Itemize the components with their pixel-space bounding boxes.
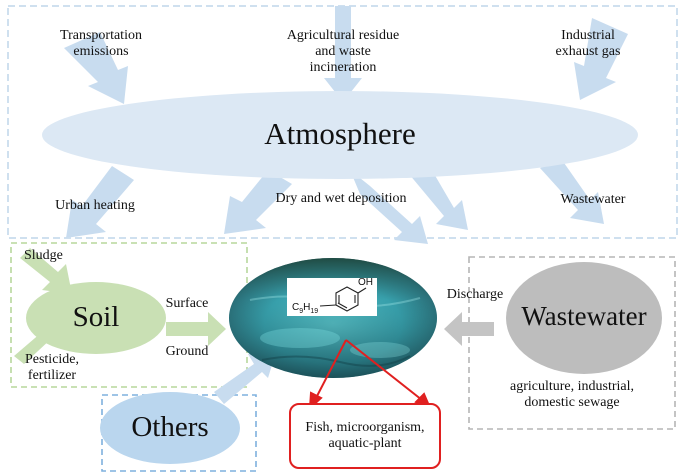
arrow-transport — [64, 32, 128, 104]
label-line: domestic sewage — [524, 395, 620, 410]
label-line: Fish, microorganism, — [305, 420, 425, 435]
label-pesticide-fertilizer: Pesticide, fertilizer — [16, 352, 88, 384]
molecule-card — [287, 278, 377, 316]
atmosphere-title: Atmosphere — [264, 116, 416, 151]
label-line: aquatic-plant — [328, 436, 402, 451]
label-line: Pesticide, — [24, 352, 80, 367]
arrow-agri — [324, 6, 362, 102]
label-ground: Ground — [165, 344, 209, 359]
arrow-deposition-left — [224, 170, 292, 234]
wastewater-frame — [468, 256, 676, 430]
molecule-h: H — [303, 302, 311, 313]
label-line: exhaust gas — [555, 44, 621, 59]
molecule-oh: OH — [358, 277, 373, 288]
label-surface: Surface — [165, 296, 209, 311]
label-line: Industrial — [561, 28, 615, 43]
label-wastewater-sources: agriculture, industrial, domestic sewage — [488, 379, 656, 411]
atmosphere-input-arrows — [64, 6, 628, 104]
arrow-discharge — [444, 312, 494, 346]
arrow-deposition-right — [404, 160, 468, 230]
label-sludge: Sludge — [24, 248, 63, 263]
label-organisms: Fish, microorganism, aquatic-plant — [292, 420, 438, 452]
molecule-c-sub: 9 — [299, 308, 304, 315]
arrow-industrial — [574, 18, 628, 100]
arrow-others — [214, 352, 276, 404]
label-line: emissions — [73, 44, 129, 59]
label-industrial-exhaust: Industrial exhaust gas — [538, 28, 638, 60]
atmosphere-output-arrows — [66, 160, 604, 244]
soil-ellipse — [26, 282, 166, 354]
label-agricultural-residue: Agricultural residue and waste incinerat… — [268, 28, 418, 76]
label-line: Transportation — [60, 28, 142, 43]
others-ellipse — [100, 392, 240, 464]
molecule-h-sub: 19 — [310, 308, 319, 315]
label-line: agriculture, industrial, — [509, 379, 635, 394]
label-dry-wet-deposition: Dry and wet deposition — [275, 191, 407, 206]
arrow-urban-heating — [66, 166, 134, 238]
label-line: fertilizer — [27, 368, 77, 383]
arrow-sludge — [20, 248, 72, 294]
label-wastewater-source: Wastewater — [560, 192, 626, 207]
label-transportation-emissions: Transportation emissions — [42, 28, 160, 60]
arrow-deposition-center — [350, 170, 428, 244]
label-line: Agricultural residue — [286, 28, 400, 43]
label-line: and waste — [315, 44, 371, 59]
molecule-structure — [319, 286, 367, 312]
atmosphere-ellipse — [42, 91, 638, 179]
others-title: Others — [131, 411, 209, 443]
label-line: incineration — [309, 60, 377, 75]
label-urban-heating: Urban heating — [55, 198, 135, 213]
arrow-surface-ground — [166, 312, 226, 346]
arrow-wastewater-down — [540, 160, 604, 224]
water-texture — [229, 258, 437, 378]
molecule-alkyl: C9H19 — [292, 302, 318, 317]
label-discharge: Discharge — [446, 287, 504, 302]
wastewater-title: Wastewater — [521, 301, 647, 331]
molecule-c: C — [292, 302, 300, 313]
soil-title: Soil — [72, 301, 120, 333]
organisms-box — [289, 403, 441, 469]
wastewater-ellipse — [506, 262, 662, 374]
